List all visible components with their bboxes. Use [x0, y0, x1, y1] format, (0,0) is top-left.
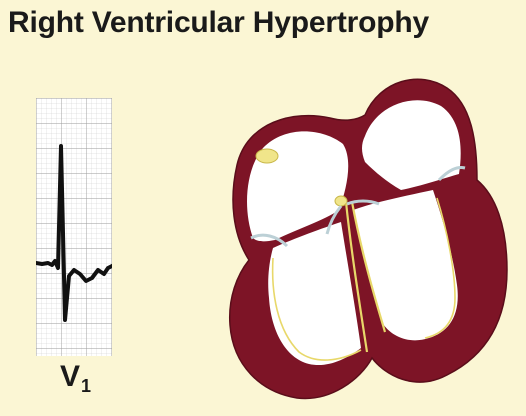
- ecg-grid: [36, 98, 112, 356]
- heart-cross-section: [228, 78, 508, 400]
- lead-letter: V: [60, 360, 81, 393]
- ecg-strip-v1: [36, 98, 112, 356]
- conduction-right-branch: [424, 197, 456, 339]
- atrium-right: [362, 100, 461, 190]
- valve-mid: [325, 199, 380, 235]
- av-node: [334, 195, 348, 207]
- lead-subscript: 1: [81, 376, 92, 396]
- lead-label-v1: V1: [60, 360, 91, 397]
- ecg-wave: [36, 144, 112, 322]
- ecg-tracing: [36, 98, 112, 356]
- conduction-septum: [344, 201, 387, 353]
- figure-title: Right Ventricular Hypertrophy: [8, 6, 429, 39]
- ventricle-right: [353, 190, 458, 341]
- valve-right: [437, 166, 466, 182]
- ventricle-left: [268, 222, 361, 366]
- valve-left: [250, 233, 289, 248]
- conduction-left-branch: [271, 257, 362, 361]
- sa-node: [255, 148, 279, 164]
